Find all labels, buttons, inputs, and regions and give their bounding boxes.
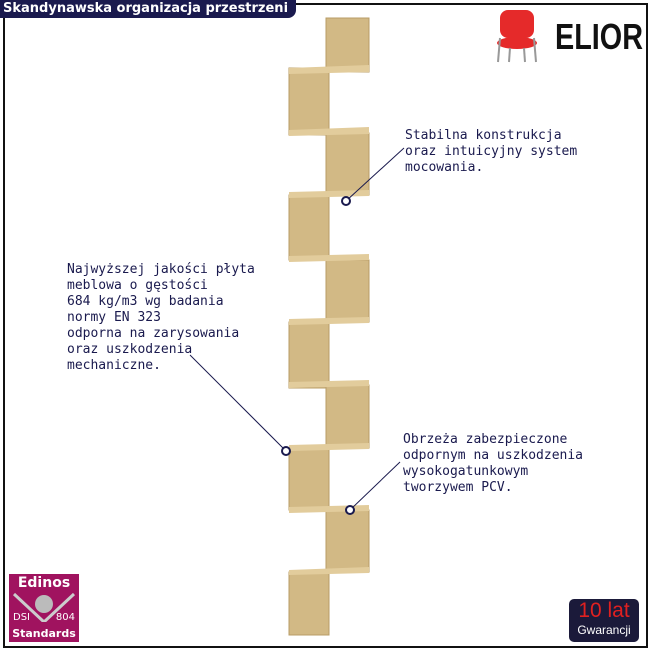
brand-name: ELIOR <box>555 16 644 57</box>
warranty-years: 10 lat <box>578 599 630 622</box>
edinos-dsi: DSI <box>13 612 30 623</box>
callout-board-quality: Najwyższej jakości płyta meblowa o gęsto… <box>67 262 255 373</box>
warranty-label: Gwarancji <box>577 623 631 637</box>
edinos-name: Edinos <box>17 575 71 591</box>
edinos-standards: Standards <box>12 627 76 640</box>
edinos-badge: Edinos DSI 804 Standards <box>9 574 79 642</box>
header-title: Skandynawska organizacja przestrzeni <box>0 0 297 18</box>
edinos-number: 804 <box>55 612 75 623</box>
callout-edges: Obrzeża zabezpieczone odpornym na uszkod… <box>403 432 584 495</box>
frame <box>3 3 648 648</box>
callout-construction: Stabilna konstrukcja oraz intuicyjny sys… <box>405 128 578 175</box>
edinos-v-icon <box>12 592 76 622</box>
warranty-badge: 10 lat Gwarancji <box>569 599 639 642</box>
red-chair-icon <box>497 10 537 63</box>
